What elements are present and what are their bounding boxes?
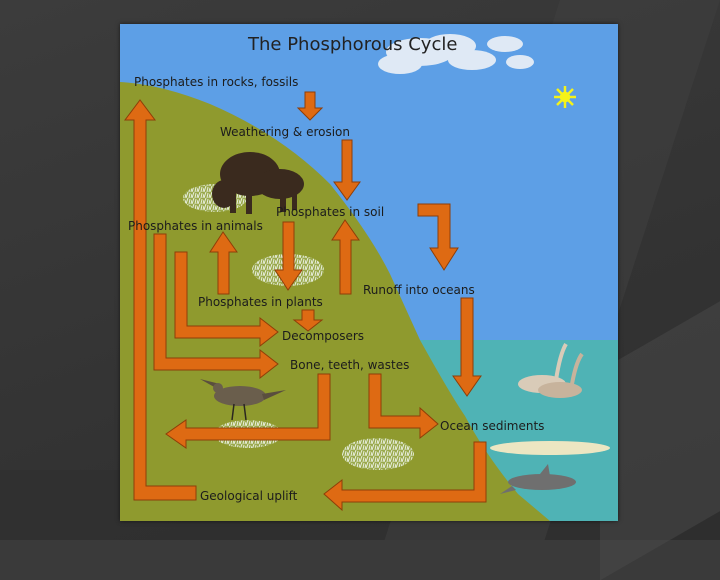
grass-patch-icon	[342, 438, 414, 470]
sediment-patch	[490, 441, 610, 455]
label-phosphates-soil: Phosphates in soil	[276, 205, 384, 219]
arrow-plants-to-animals	[209, 231, 238, 295]
bison-icon	[212, 152, 304, 214]
arrow-plants-to-soil	[331, 219, 360, 295]
label-phosphates-animals: Phosphates in animals	[128, 219, 263, 233]
arrow-bone-to-sediments	[368, 373, 439, 440]
label-rocks-fossils: Phosphates in rocks, fossils	[134, 75, 298, 89]
bird-icon	[200, 379, 286, 421]
dolphin-icon	[500, 464, 576, 494]
arrow-soil-to-plants	[274, 221, 303, 291]
label-decomposers: Decomposers	[282, 329, 364, 343]
arrow-runoff-to-sediments	[452, 297, 482, 397]
arrow-plants-to-decomposers	[292, 309, 324, 332]
label-ocean-sediments: Ocean sediments	[440, 419, 544, 433]
label-weathering-erosion: Weathering & erosion	[220, 125, 350, 139]
arrow-weathering-to-soil	[333, 139, 361, 201]
diagram-title: The Phosphorous Cycle	[247, 34, 457, 55]
cycle-arrows	[124, 91, 487, 512]
arrow-sediments-to-uplift	[323, 441, 487, 512]
sun-icon	[554, 86, 576, 108]
arrow-soil-to-runoff	[417, 203, 459, 271]
label-phosphates-plants: Phosphates in plants	[198, 295, 323, 309]
arrow-animals-to-bone	[153, 233, 279, 380]
arrow-rocks-to-weathering	[296, 91, 324, 121]
arrow-animals-to-decomposers	[174, 251, 279, 348]
cloud-icon	[378, 34, 534, 74]
swan-icon	[518, 342, 584, 398]
label-bone-teeth-wastes: Bone, teeth, wastes	[290, 358, 409, 372]
label-geological-uplift: Geological uplift	[200, 489, 298, 503]
label-runoff-oceans: Runoff into oceans	[363, 283, 475, 297]
arrow-uplift-to-rocks	[124, 99, 197, 501]
arrow-bone-to-land	[165, 373, 331, 449]
phosphorous-cycle-diagram: The Phosphorous Cycle Phosphates in rock…	[120, 24, 618, 521]
